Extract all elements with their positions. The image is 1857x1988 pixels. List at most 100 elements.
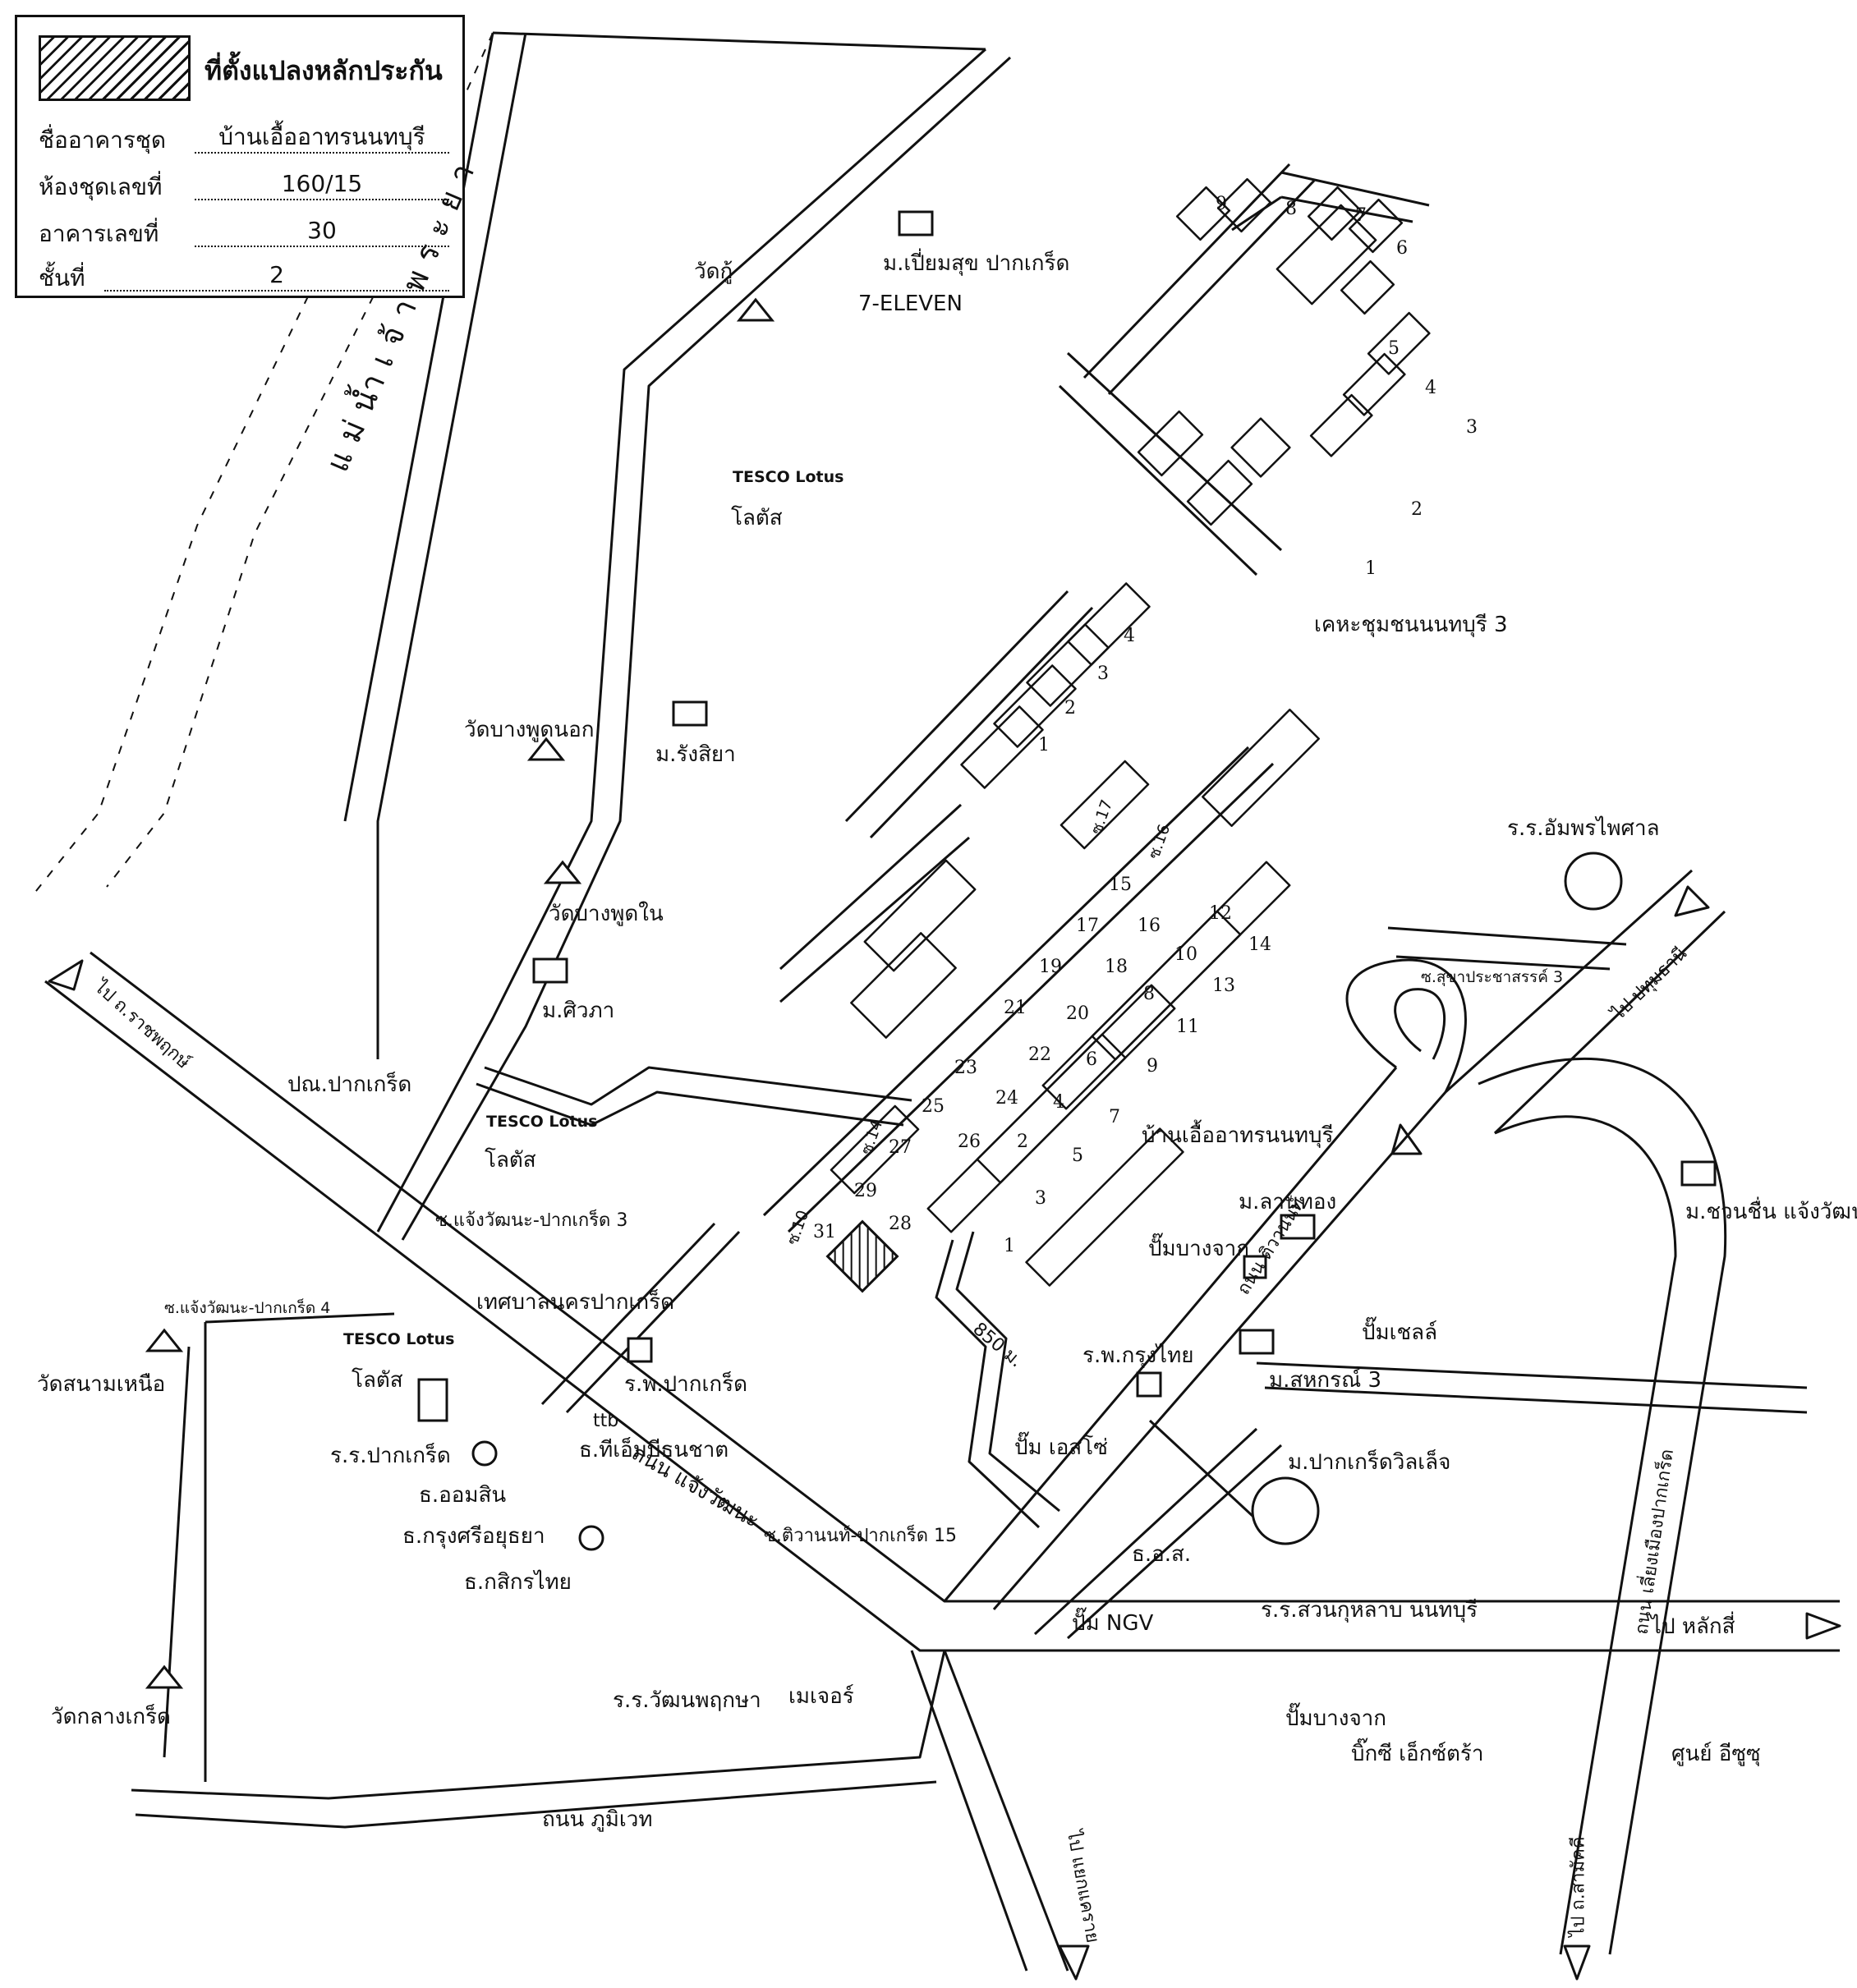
place-label: ม.ลานทอง [1239,1190,1337,1214]
temple-icon [543,860,582,884]
interchange-loop [1345,958,1467,1093]
road-municipality [540,1222,741,1414]
place-label: ปั๊มบางจาก [1148,1237,1250,1261]
estate-street-2 [844,590,1094,839]
village-icon [672,700,708,727]
place-label: เคหะชุมชนนนทบุรี 3 [1314,613,1508,637]
map-icons [145,210,1717,1689]
lot-number: 1 [1038,735,1050,755]
lot-number: 6 [1396,238,1408,259]
village-icon [1680,1160,1717,1187]
temple-icon [736,297,775,322]
lot-number: 3 [1035,1188,1046,1209]
lot-number: 5 [1072,1146,1083,1166]
lot-number: 12 [1209,903,1232,924]
place-label: ปั๊มบางจาก [1285,1706,1387,1731]
bank-icon [471,1440,498,1467]
lot-number: 11 [1176,1017,1199,1037]
lot-number: 8 [1143,984,1155,1004]
legend-row: ห้องชุดเลขที่ 160/15 [39,169,449,202]
place-label: โลตัส [352,1368,403,1393]
legend-value: บ้านเอื้ออาทรนนทบุรี [195,122,449,154]
legend-title: ที่ตั้งแปลงหลักประกัน [205,55,443,86]
school-emblem-icon [417,1378,448,1422]
lot-number: 2 [1017,1132,1028,1152]
road-local-pakkret [343,31,986,1059]
lot-number: 2 [1064,698,1076,719]
lot-number: 6 [1086,1049,1097,1070]
lot-number: 9 [1147,1056,1158,1077]
place-label: วัดกลางเกร็ด [51,1705,171,1729]
lot-number: 3 [1466,417,1478,438]
estate-street-3 [1058,351,1283,576]
collateral-plot [825,1219,899,1293]
lot-number: 4 [1425,378,1436,398]
lot-number: 1 [1004,1236,1015,1256]
lot-number: 16 [1138,916,1161,936]
place-label: วัดบางพูดนอก [464,718,595,742]
lot-number: 23 [954,1058,977,1078]
hospital-cross-icon [1136,1371,1162,1398]
place-label: ธ.ออมสิน [419,1483,507,1508]
place-label: ปั๊ม เอสโซ่ [1014,1435,1108,1460]
lot-number: 15 [1109,875,1132,895]
lot-number: 27 [889,1137,912,1158]
temple-icon [145,1328,184,1352]
lot-number: 4 [1053,1092,1064,1113]
bangchak-icon [1243,1255,1267,1279]
place-label: ปั๊ม NGV [1072,1611,1154,1636]
legend-row: อาคารเลขที่ 30 [39,216,449,249]
place-label: ร.ร.วัฒนพฤกษา [613,1688,761,1713]
lot-number: 28 [889,1214,912,1234]
legend-label: ชั้นที่ [39,264,85,292]
road-soi-chaeng3 [476,1066,912,1127]
estate-blocks [830,177,1431,1287]
place-label: เทศบาลนครปากเกร็ด [476,1290,675,1315]
lot-number: 2 [1411,499,1423,520]
arrow-loop [1390,1123,1423,1155]
village-icon [1280,1214,1316,1240]
place-label: ม.สหกรณ์ 3 [1269,1368,1382,1393]
lot-number: 3 [1097,663,1109,684]
road-label: ไป ถ.สามัคคี [1568,1836,1589,1937]
legend-box: ที่ตั้งแปลงหลักประกัน ชื่ออาคารชุด บ้านเ… [15,15,465,298]
lotus-logo: TESCO Lotus [343,1330,455,1348]
place-label: ม.ศิวภา [542,999,615,1023]
place-label: ศูนย์ อีซูซุ [1671,1742,1761,1766]
place-label: ร.พ.กรุงไทย [1082,1343,1194,1368]
place-label: วัดสนามเหนือ [37,1372,166,1397]
lot-number: 1 [1365,558,1377,579]
place-label: ร.ร.สวนกุหลาบ นนทบุรี [1261,1598,1478,1623]
road-bypass [1478,1058,1727,1955]
legend-value: 2 [104,260,449,292]
road-label: ซ.แจ้งวัฒนะ-ปากเกร็ด 3 [435,1210,628,1231]
legend-value: 160/15 [195,169,449,200]
legend-label: อาคารเลขที่ [39,220,159,247]
arrow-khaerai [1058,1944,1090,1981]
lot-number: 24 [995,1088,1018,1109]
lot-number: 31 [813,1222,836,1242]
place-label: เมเจอร์ [788,1684,854,1709]
school-emblem-icon [1564,852,1623,911]
road-label: ซ.ติวานนท์-ปากเกร็ด 15 [764,1526,958,1546]
lot-number: 8 [1285,199,1297,219]
hospital-cross-icon [627,1337,653,1363]
road-ngv [1033,1427,1283,1640]
legend-label: ชื่ออาคารชุด [39,126,167,154]
temple-icon [526,737,566,761]
lot-number: 7 [1109,1107,1120,1127]
road-label: ไป หลักสี่ [1651,1614,1735,1639]
place-label: ร.ร.ปากเกร็ด [330,1444,451,1468]
lot-number: 7 [1355,205,1367,226]
lot-number: 5 [1388,338,1400,359]
lot-number: 9 [1216,194,1227,214]
lot-number: 4 [1124,626,1135,646]
village-icon [1239,1329,1275,1355]
road-phumiwet [131,1312,946,1829]
arrow-pathum [1674,885,1710,917]
lot-number: 19 [1039,957,1062,977]
road-sahakorn [1256,1361,1808,1414]
place-label: วัดกู้ [694,259,733,284]
place-label: ม.รังสิยา [655,742,736,767]
